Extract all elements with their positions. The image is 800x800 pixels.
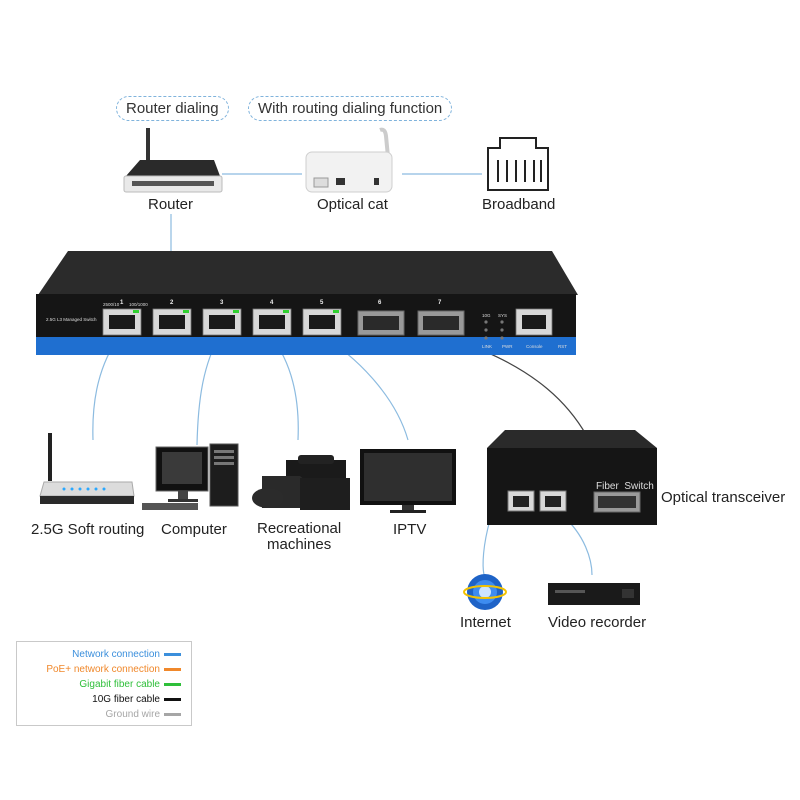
led-label-10g: 10G	[482, 313, 491, 318]
video-recorder-label: Video recorder	[548, 614, 647, 631]
port-number-7: 7	[438, 300, 442, 306]
soft-routing-device	[39, 433, 135, 504]
router-device	[123, 128, 223, 193]
switch-device	[36, 251, 578, 355]
port-number-1: 1	[120, 300, 124, 306]
legend-label-gigabit: Gigabit fiber cable	[79, 679, 160, 690]
switch-console-label: Console	[526, 344, 543, 349]
port-number-5: 5	[320, 300, 324, 306]
computer-device	[142, 443, 239, 510]
switch-speed-label-2: 100/1000	[129, 302, 148, 307]
legend-swatch-10g	[164, 698, 181, 701]
optical-cat-device	[305, 127, 393, 193]
legend-box: Network connection PoE+ network connecti…	[16, 641, 192, 726]
broadband-label: Broadband	[482, 196, 556, 213]
optical-transceiver-label: Optical transceiver	[661, 489, 786, 506]
legend-label-network: Network connection	[72, 649, 160, 660]
internet-icon	[463, 574, 507, 610]
game-console-device	[252, 455, 350, 510]
soft-routing-label: 2.5G Soft routing	[31, 521, 145, 538]
legend-row-10g: 10G fiber cable	[92, 694, 181, 705]
switch-model-label: 2.5G L3 Managed Switch	[46, 317, 97, 322]
fiber-switch-label: Fiber Switch	[596, 481, 654, 492]
legend-swatch-ground	[164, 713, 181, 716]
switch-link-label: LINK	[482, 344, 493, 349]
router-dialing-pill: Router dialing	[116, 96, 229, 121]
led-label-sys: SYS	[498, 313, 508, 318]
legend-swatch-poe	[164, 668, 181, 671]
legend-label-10g: 10G fiber cable	[92, 694, 160, 705]
recreational-machines-label: Recreational machines	[257, 520, 342, 553]
switch-pwr-label: PWR	[502, 344, 513, 349]
port-number-6: 6	[378, 300, 382, 306]
legend-row-gigabit: Gigabit fiber cable	[79, 679, 181, 690]
optical-transceiver-device	[487, 430, 657, 525]
routing-dialing-function-pill: With routing dialing function	[248, 96, 453, 121]
computer-label: Computer	[161, 521, 227, 538]
iptv-label: IPTV	[393, 521, 427, 538]
legend-swatch-gigabit	[164, 683, 181, 686]
switch-speed-label-1: 2500/10	[103, 302, 120, 307]
legend-row-ground: Ground wire	[106, 709, 181, 720]
port-number-3: 3	[220, 300, 224, 306]
router-label: Router	[148, 196, 194, 213]
legend-row-network: Network connection	[72, 649, 181, 660]
internet-link	[482, 519, 491, 576]
legend-label-poe: PoE+ network connection	[46, 664, 160, 675]
broadband-icon	[487, 137, 549, 191]
port-number-4: 4	[270, 300, 274, 306]
legend-label-ground: Ground wire	[105, 709, 160, 720]
legend-row-poe: PoE+ network connection	[46, 664, 181, 675]
legend-swatch-network	[164, 653, 181, 656]
iptv-device	[360, 449, 456, 513]
switch-rst-label: RST	[558, 344, 567, 349]
port-number-2: 2	[170, 300, 174, 306]
internet-label: Internet	[460, 614, 511, 631]
optical-cat-label: Optical cat	[317, 196, 388, 213]
video-recorder-device	[548, 583, 640, 605]
